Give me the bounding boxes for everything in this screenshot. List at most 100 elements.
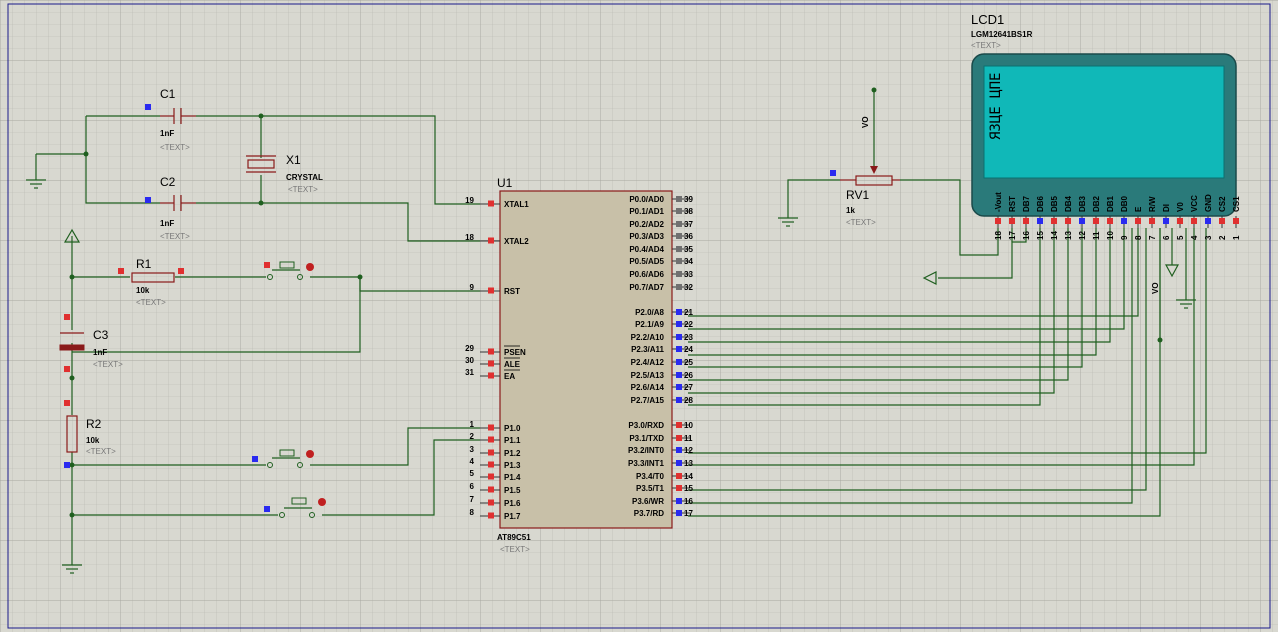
u1-pin-name: P0.2/AD2 bbox=[629, 220, 664, 229]
c1-text: <TEXT> bbox=[160, 143, 190, 152]
lcd-pin-6[interactable]: 6DI bbox=[1162, 204, 1171, 240]
u1-pin-number: 39 bbox=[684, 195, 693, 204]
r1-value: 10k bbox=[136, 286, 150, 295]
u1-pin-number: 22 bbox=[684, 320, 693, 329]
pushbutton-p1-1[interactable] bbox=[264, 497, 326, 518]
x1-text: <TEXT> bbox=[288, 185, 318, 194]
lcd-pin-name: DB0 bbox=[1120, 195, 1129, 212]
u1-pin-name: P1.2 bbox=[504, 449, 521, 458]
pushbutton-p1-0[interactable] bbox=[252, 449, 314, 468]
ground-icon-reset bbox=[62, 564, 82, 574]
u1-pin-name: P1.4 bbox=[504, 473, 521, 482]
potentiometer-rv1[interactable]: RV1 1k <TEXT> VO bbox=[830, 116, 900, 227]
pushbutton-reset[interactable] bbox=[264, 261, 314, 280]
u1-pin-number: 25 bbox=[684, 358, 693, 367]
u1-pin-name: P0.3/AD3 bbox=[629, 232, 664, 241]
lcd-lgm12641bs1r[interactable]: LCD1 LGM12641BS1R <TEXT> ЯЗЦЕ ЦПЕ 18-Vou… bbox=[971, 12, 1241, 294]
lcd-pin-5[interactable]: 5V0 bbox=[1176, 202, 1185, 240]
lcd-pin-name: V0 bbox=[1176, 202, 1185, 212]
capacitor-c3[interactable]: C3 1nF <TEXT> bbox=[59, 314, 123, 372]
u1-text: <TEXT> bbox=[500, 545, 530, 554]
lcd-pin-18[interactable]: 18-Vout bbox=[994, 192, 1003, 240]
lcd-pin-7[interactable]: 7R/W bbox=[1148, 196, 1157, 240]
lcd-pin-name: CS2 bbox=[1218, 196, 1227, 212]
x1-ref: X1 bbox=[286, 153, 301, 167]
junctions bbox=[69, 87, 1163, 518]
crystal-x1[interactable]: X1 CRYSTAL <TEXT> bbox=[246, 153, 323, 194]
resistor-r1[interactable]: R1 10k <TEXT> bbox=[118, 257, 184, 307]
u1-pin-name: XTAL1 bbox=[504, 200, 529, 209]
sheet-border bbox=[7, 3, 1271, 629]
lcd-pin-8[interactable]: 8E bbox=[1134, 206, 1143, 240]
r2-value: 10k bbox=[86, 436, 100, 445]
power-symbols bbox=[63, 228, 1180, 285]
u1-pin-number: 38 bbox=[684, 207, 693, 216]
u1-pin-name: P3.4/T0 bbox=[636, 472, 665, 481]
u1-pin-name: P2.5/A13 bbox=[631, 371, 665, 380]
c3-ref: C3 bbox=[93, 328, 109, 342]
capacitor-c2[interactable]: C2 1nF <TEXT> bbox=[145, 175, 196, 241]
u1-pin-number: 21 bbox=[684, 308, 693, 317]
u1-pin-number: 7 bbox=[470, 495, 475, 504]
resistor-r2[interactable]: R2 10k <TEXT> bbox=[64, 400, 116, 468]
u1-pin-number: 23 bbox=[684, 333, 693, 342]
lcd-pin-number: 4 bbox=[1190, 235, 1199, 240]
capacitor-c1[interactable]: C1 1nF <TEXT> bbox=[145, 87, 196, 152]
u1-pin-number: 16 bbox=[684, 497, 693, 506]
